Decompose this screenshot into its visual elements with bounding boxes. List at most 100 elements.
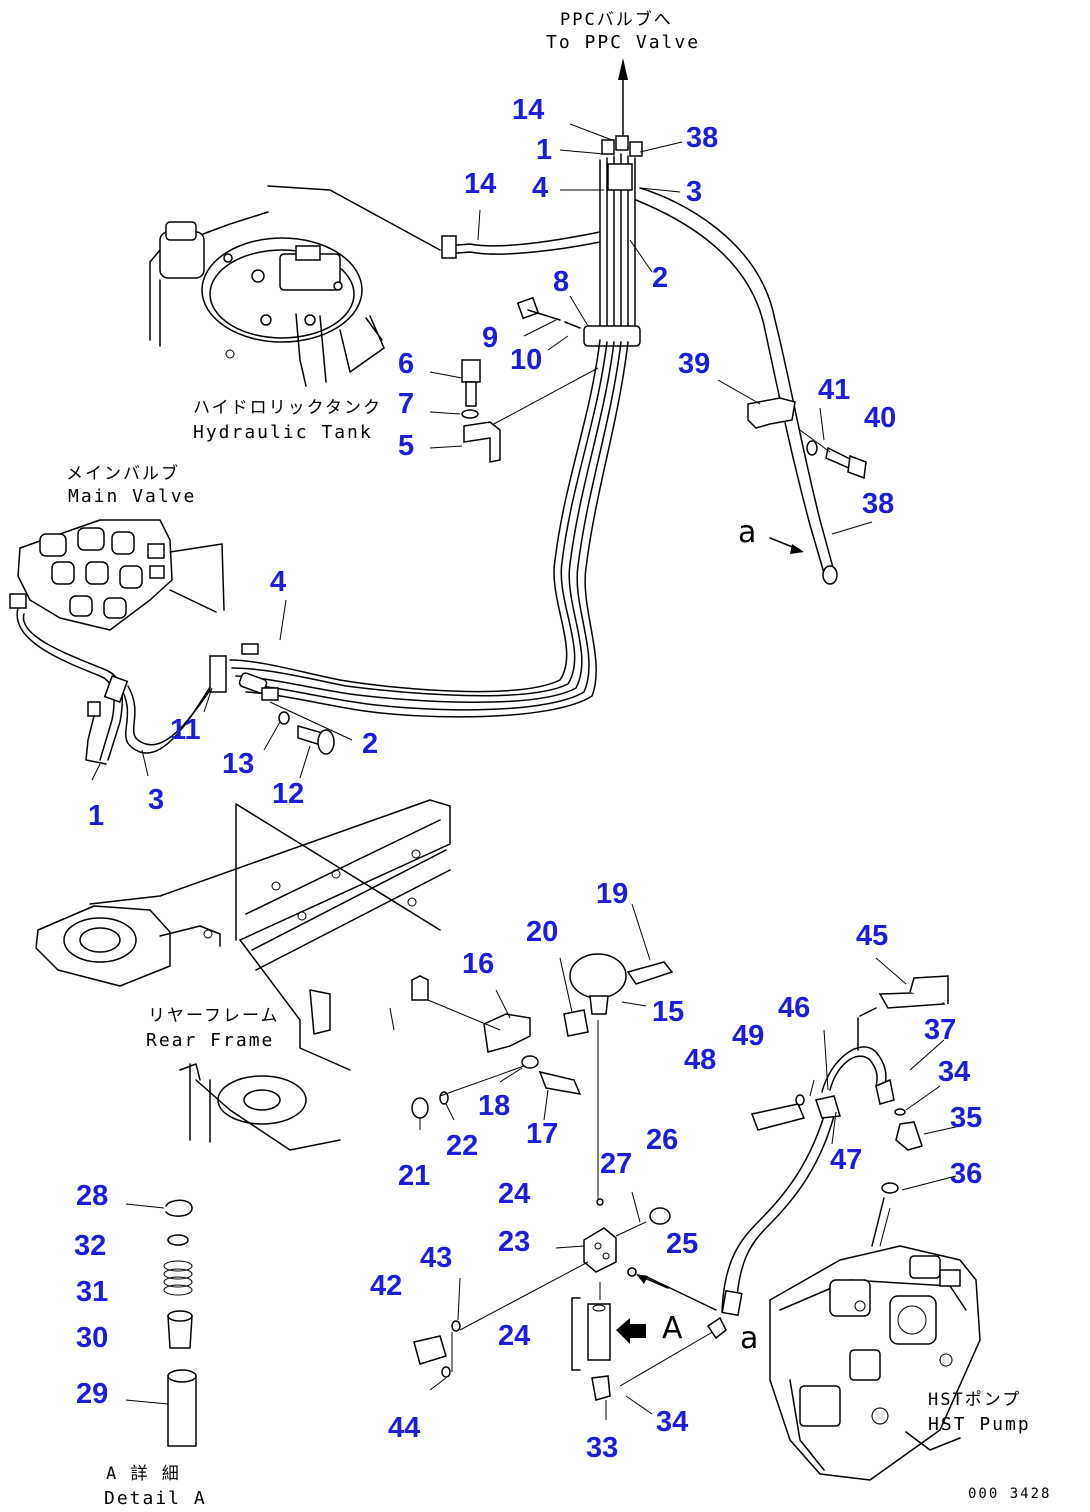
part-number-callout: 43 bbox=[420, 1242, 453, 1274]
bracket-5 bbox=[429, 359, 599, 463]
part-number-callout: 23 bbox=[498, 1226, 531, 1258]
part-number-callout: 46 bbox=[778, 992, 811, 1024]
view-a-letter: A bbox=[662, 1311, 683, 1346]
view-a-box bbox=[571, 1297, 646, 1371]
hose-38-outer bbox=[639, 187, 836, 576]
hst-pump bbox=[769, 1207, 981, 1481]
part-number-callout: 28 bbox=[76, 1180, 109, 1212]
part-number-callout: 10 bbox=[510, 344, 543, 376]
part-number-callout: 49 bbox=[732, 1020, 765, 1052]
to-ppc-label-jp: PPCバルブへ bbox=[560, 10, 673, 30]
hose-14-fitting bbox=[441, 235, 457, 259]
part-number-callout: 24 bbox=[498, 1320, 531, 1352]
part-number-callout: 19 bbox=[596, 878, 629, 910]
main-valve bbox=[9, 519, 225, 631]
hose-14-a bbox=[445, 231, 601, 247]
detail-a-parts bbox=[125, 1199, 197, 1447]
part-number-callout: 7 bbox=[398, 388, 415, 420]
hose-bundle-upper bbox=[559, 123, 683, 333]
part-number-callout: 18 bbox=[478, 1090, 511, 1122]
part-number-callout: 36 bbox=[950, 1158, 983, 1190]
clamp-8 bbox=[516, 295, 641, 351]
part-number-callout: 38 bbox=[686, 122, 719, 154]
hst-pump-label-jp: HSTポンプ bbox=[928, 1390, 1022, 1410]
part-number-callout: 33 bbox=[586, 1432, 619, 1464]
accumulator-group bbox=[389, 903, 674, 1200]
to-ppc-label-en: To PPC Valve bbox=[546, 32, 701, 53]
part-number-callout: 20 bbox=[526, 916, 559, 948]
rear-frame-label-jp: リヤーフレーム bbox=[148, 1006, 280, 1026]
part-number-callout: 22 bbox=[446, 1130, 479, 1162]
part-number-callout: 29 bbox=[76, 1378, 109, 1410]
part-number-callout: 44 bbox=[388, 1412, 421, 1444]
part-number-callout: 6 bbox=[398, 348, 415, 380]
part-number-callout: 24 bbox=[498, 1178, 531, 1210]
part-number-callout: 3 bbox=[148, 784, 165, 816]
clamp-39 bbox=[717, 379, 867, 480]
part-number-callout: 11 bbox=[170, 714, 201, 746]
part-number-callout: 2 bbox=[652, 262, 669, 294]
figure-code: 000 3428 bbox=[968, 1486, 1052, 1502]
part-number-callout: 15 bbox=[652, 996, 685, 1028]
part-number-callout: 45 bbox=[856, 920, 889, 952]
detail-a-label-en: Detail A bbox=[104, 1488, 207, 1509]
part-number-callout: 39 bbox=[678, 348, 711, 380]
view-a-arrow-lower bbox=[644, 1275, 717, 1311]
part-number-callout: 48 bbox=[684, 1044, 717, 1076]
part-number-callout: 4 bbox=[532, 172, 549, 204]
part-number-callout: 35 bbox=[950, 1102, 983, 1134]
view-a-arrow-upper bbox=[769, 521, 873, 554]
part-number-callout: 34 bbox=[656, 1406, 689, 1438]
part-number-callout: 8 bbox=[553, 266, 570, 298]
part-number-callout: 4 bbox=[270, 566, 287, 598]
part-number-callout: 5 bbox=[398, 430, 415, 462]
fittings-11-12-13 bbox=[203, 599, 353, 779]
detail-a-label-jp: A 詳 細 bbox=[106, 1464, 181, 1484]
rear-frame bbox=[35, 799, 451, 1151]
hoses-1-3 bbox=[16, 607, 227, 781]
hose-38-end bbox=[822, 565, 838, 585]
part-number-callout: 12 bbox=[272, 778, 305, 810]
part-number-callout: 32 bbox=[74, 1230, 107, 1262]
part-number-callout: 21 bbox=[398, 1160, 431, 1192]
part-number-callout: 17 bbox=[526, 1118, 559, 1150]
mark-a-lower: a bbox=[740, 1321, 759, 1356]
part-number-callout: 37 bbox=[924, 1014, 957, 1046]
part-number-callout: 1 bbox=[88, 800, 105, 832]
hose-38-inner bbox=[635, 199, 827, 581]
part-number-callout: 14 bbox=[464, 168, 497, 200]
part-number-callout: 31 bbox=[76, 1276, 109, 1308]
pipe-to-hst bbox=[706, 957, 961, 1340]
ppc-arrow bbox=[618, 58, 628, 136]
part-number-callout: 16 bbox=[462, 948, 495, 980]
part-number-callout: 2 bbox=[362, 728, 379, 760]
part-number-callout: 1 bbox=[536, 134, 553, 166]
part-number-callout: 13 bbox=[222, 748, 255, 780]
part-number-callout: 25 bbox=[666, 1228, 699, 1260]
hose-14-b bbox=[445, 241, 601, 255]
main-valve-label-jp: メインバルブ bbox=[66, 464, 180, 484]
part-number-callout: 34 bbox=[938, 1056, 971, 1088]
valve-block-23 bbox=[413, 1191, 717, 1420]
part-number-callout: 27 bbox=[600, 1148, 633, 1180]
part-number-callout: 41 bbox=[818, 374, 851, 406]
rear-frame-label-en: Rear Frame bbox=[146, 1030, 275, 1051]
part-number-callout: 3 bbox=[686, 176, 703, 208]
hst-pump-label-en: HST Pump bbox=[928, 1414, 1031, 1435]
hydraulic-tank-label-jp: ハイドロリックタンク bbox=[193, 398, 382, 418]
main-valve-label-en: Main Valve bbox=[68, 486, 197, 507]
hydraulic-tank-label-en: Hydraulic Tank bbox=[193, 422, 373, 443]
part-number-callout: 30 bbox=[76, 1322, 109, 1354]
part-number-callout: 9 bbox=[482, 322, 499, 354]
hydraulic-tank bbox=[149, 185, 441, 387]
part-number-callout: 47 bbox=[830, 1144, 863, 1176]
hose-bundle-main bbox=[229, 339, 629, 718]
mark-a-upper: a bbox=[738, 515, 757, 550]
part-number-callout: 26 bbox=[646, 1124, 679, 1156]
part-number-callout: 40 bbox=[864, 402, 897, 434]
part-number-callout: 42 bbox=[370, 1270, 403, 1302]
part-number-callout: 14 bbox=[512, 94, 545, 126]
part-number-callout: 38 bbox=[862, 488, 895, 520]
